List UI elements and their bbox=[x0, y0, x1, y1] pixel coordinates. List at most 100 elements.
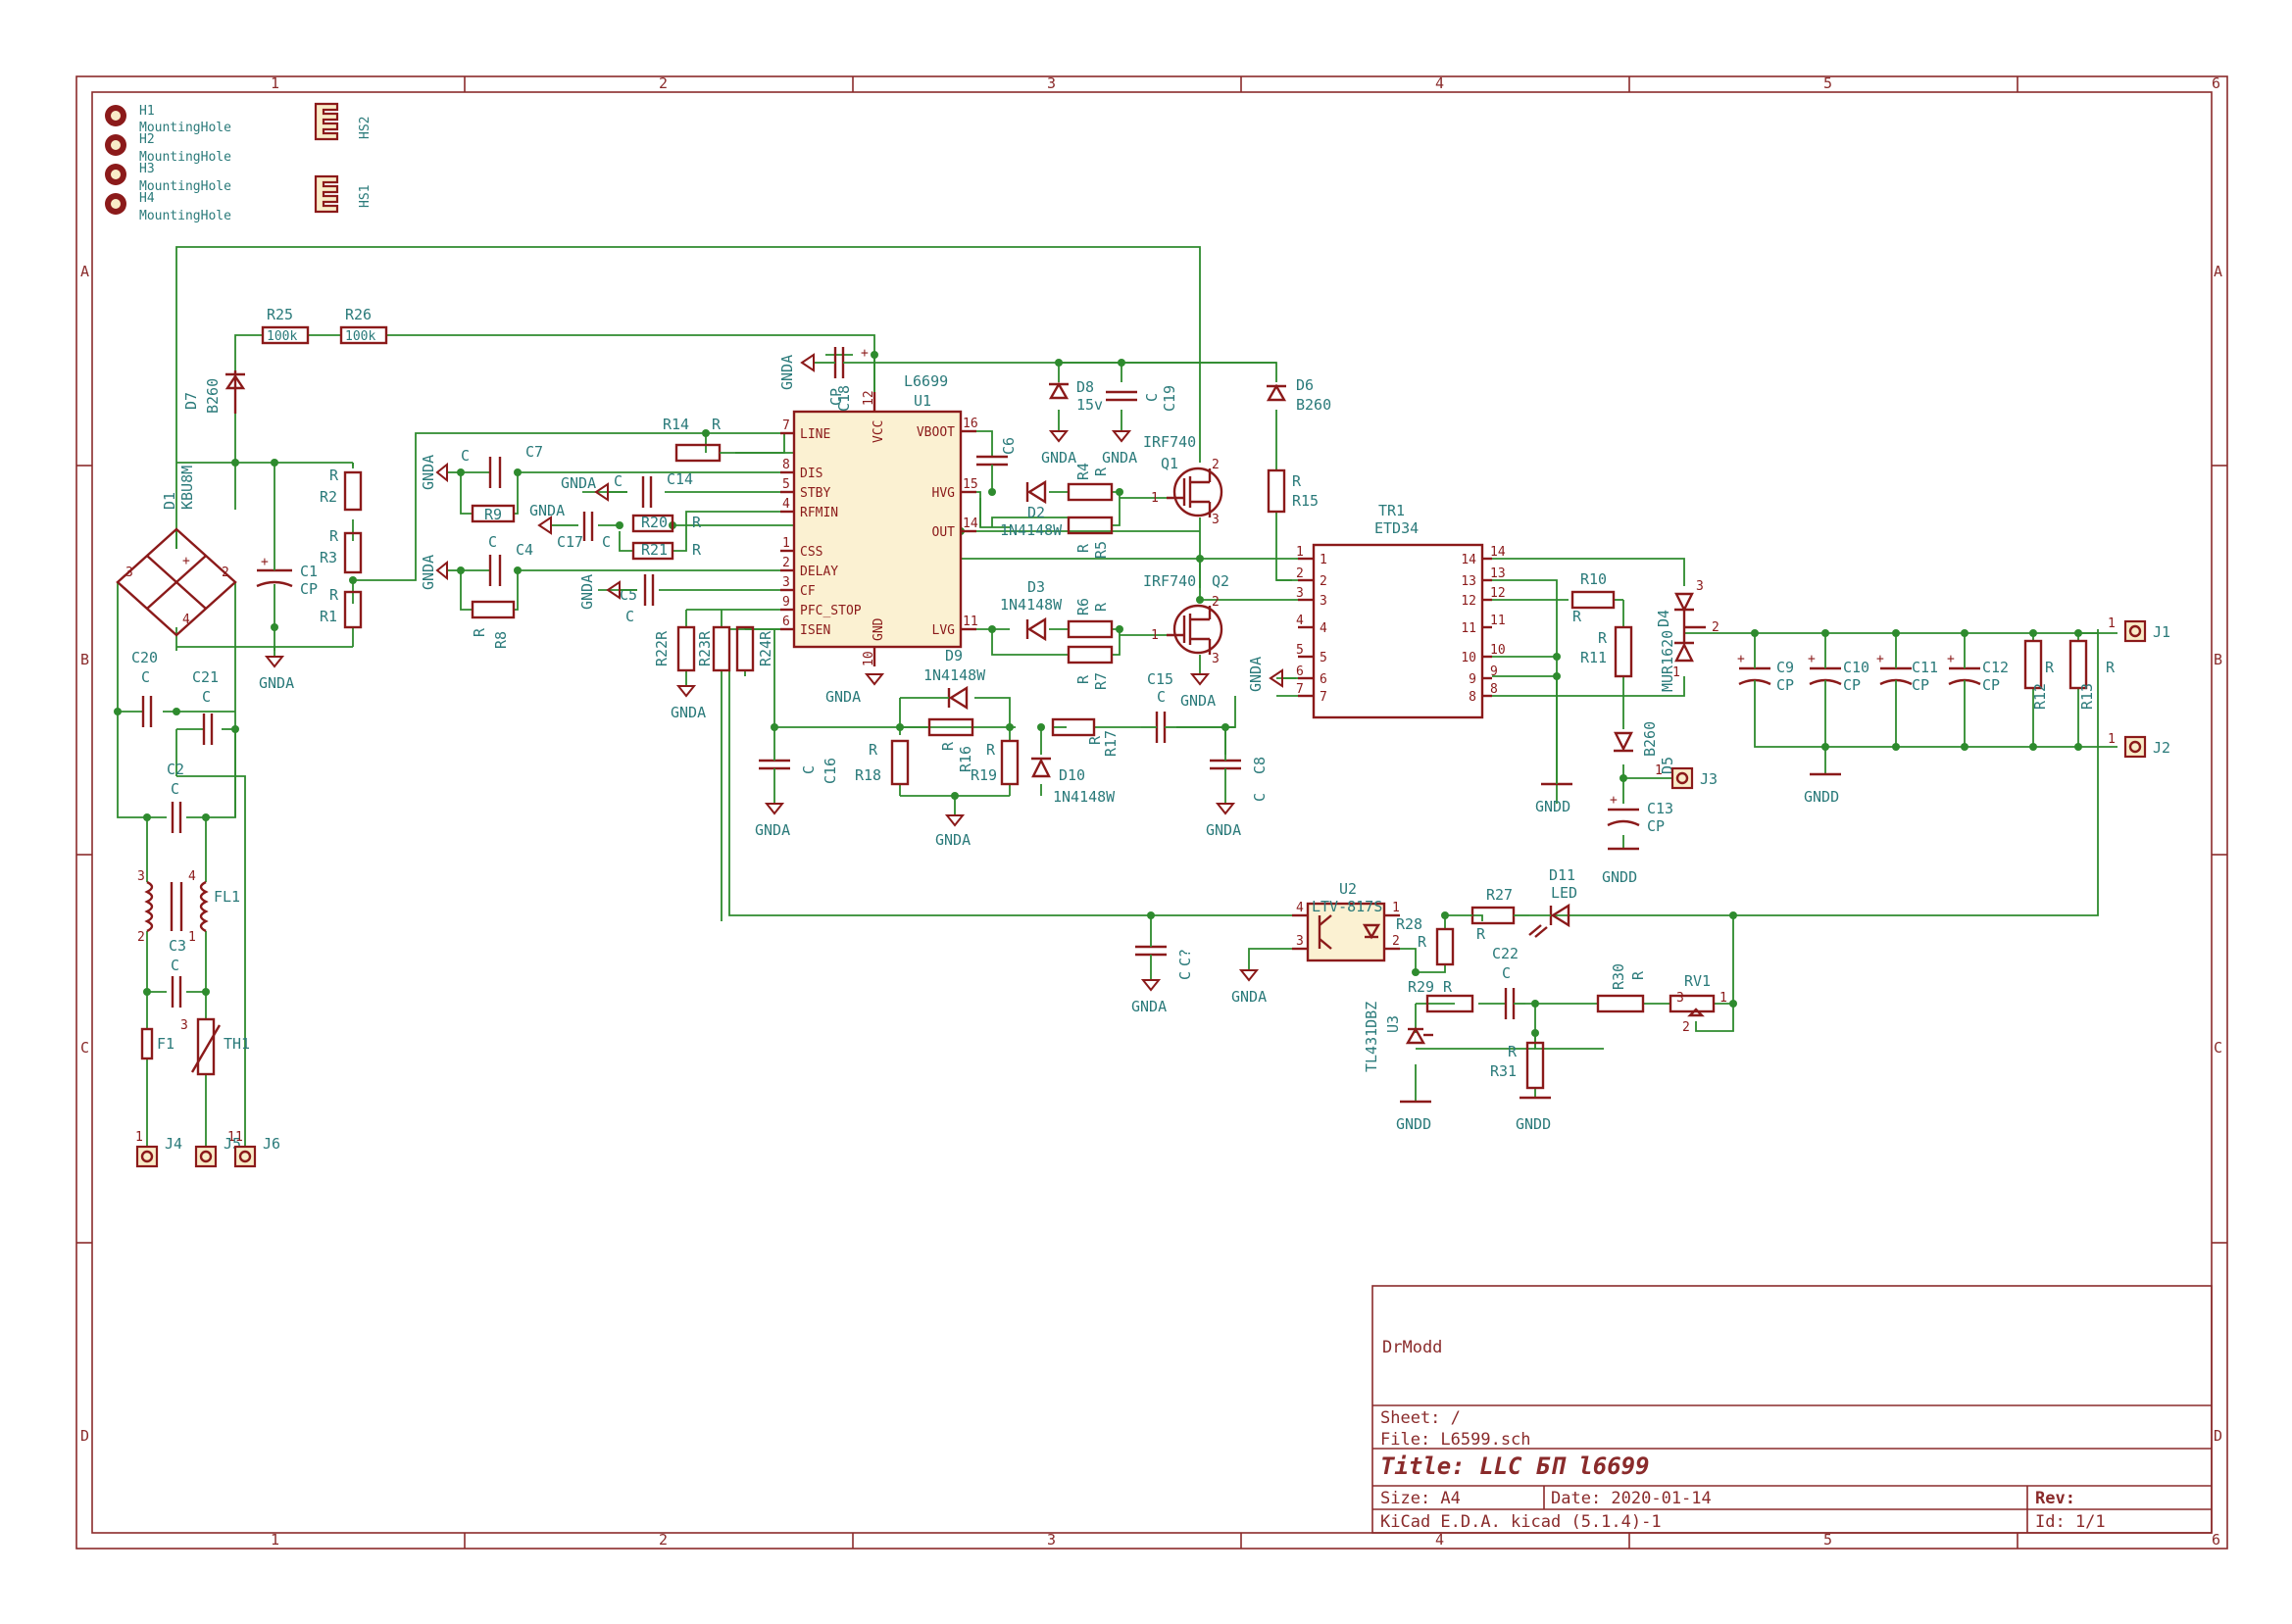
svg-text:J2: J2 bbox=[2153, 739, 2170, 757]
svg-text:GNDA: GNDA bbox=[935, 831, 971, 849]
c2-capacitor: C2 C bbox=[167, 761, 184, 833]
gndd-symbol-tr1: GNDD bbox=[1535, 676, 1572, 815]
q2-mosfet: IRF740 Q2 1 2 3 GNDA bbox=[1143, 572, 1229, 710]
r7-resistor: R R7 bbox=[1067, 645, 1114, 690]
r27-resistor: R27 R bbox=[1445, 886, 1529, 943]
c-opto-capacitor: C? C GNDA bbox=[1131, 931, 1194, 1015]
svg-text:L6699: L6699 bbox=[904, 372, 948, 390]
u1-pin-number-6: 6 bbox=[782, 615, 790, 629]
svg-text:3: 3 bbox=[137, 869, 145, 884]
svg-text:3: 3 bbox=[1696, 579, 1704, 594]
svg-text:CP: CP bbox=[827, 388, 845, 406]
svg-text:3: 3 bbox=[1212, 652, 1220, 666]
svg-text:C11: C11 bbox=[1912, 659, 1938, 676]
svg-text:C8: C8 bbox=[1251, 757, 1269, 774]
c19-capacitor: C C19 GNDA bbox=[1102, 385, 1178, 467]
svg-text:CP: CP bbox=[300, 580, 318, 598]
tr1-pin-8: 8 bbox=[1490, 682, 1498, 697]
svg-text:C22: C22 bbox=[1492, 945, 1519, 962]
svg-text:TR1: TR1 bbox=[1378, 502, 1405, 519]
svg-text:R: R bbox=[329, 467, 339, 484]
r9-resistor: R9 bbox=[471, 504, 516, 523]
svg-text:D3: D3 bbox=[1027, 578, 1045, 596]
svg-text:R: R bbox=[939, 741, 957, 751]
svg-text:GNDA: GNDA bbox=[578, 574, 596, 610]
c16-capacitor: C C16 GNDA bbox=[755, 745, 839, 839]
svg-text:R21: R21 bbox=[641, 541, 668, 559]
u1-pin-name-pfc_stop: PFC_STOP bbox=[800, 604, 862, 618]
c11-capacitor: + C11 CP bbox=[1876, 652, 1938, 702]
tr1-pin-11: 11 bbox=[1490, 614, 1506, 628]
u1-pin-name-stby: STBY bbox=[800, 486, 830, 501]
svg-text:C9: C9 bbox=[1776, 659, 1794, 676]
svg-text:3: 3 bbox=[125, 566, 133, 580]
svg-text:+: + bbox=[1808, 652, 1816, 666]
u1-pin-name-isen: ISEN bbox=[800, 623, 830, 638]
tr1-pin-label-14: 14 bbox=[1461, 553, 1476, 567]
svg-text:GNDA: GNDA bbox=[1102, 449, 1137, 467]
svg-text:C?: C? bbox=[1176, 949, 1194, 966]
svg-text:R3: R3 bbox=[320, 549, 337, 566]
tr1-pin-2: 2 bbox=[1296, 566, 1304, 581]
svg-text:C: C bbox=[800, 765, 818, 774]
svg-text:C3: C3 bbox=[169, 937, 186, 955]
svg-text:R12: R12 bbox=[2031, 683, 2049, 710]
tr1-pin-label-1: 1 bbox=[1320, 553, 1327, 567]
c17-capacitor: C17 C bbox=[557, 512, 611, 551]
svg-text:1: 1 bbox=[1151, 628, 1159, 643]
svg-text:IRF740: IRF740 bbox=[1143, 433, 1196, 451]
svg-text:C: C bbox=[1157, 688, 1166, 706]
gnda-symbol-c5: GNDA bbox=[578, 574, 637, 610]
svg-text:R4: R4 bbox=[1074, 463, 1092, 480]
svg-text:J4: J4 bbox=[165, 1135, 182, 1153]
svg-text:C: C bbox=[1251, 793, 1269, 802]
svg-text:R28: R28 bbox=[1396, 915, 1422, 933]
zone-row-d-right: D bbox=[2214, 1427, 2222, 1445]
r23-resistor: R23R bbox=[696, 625, 731, 672]
tr1-pin-label-6: 6 bbox=[1320, 672, 1327, 687]
svg-text:4: 4 bbox=[188, 869, 196, 884]
svg-text:GNDA: GNDA bbox=[1247, 657, 1265, 692]
d5-diode: B260 D5 bbox=[1614, 721, 1676, 774]
svg-text:R: R bbox=[1572, 608, 1582, 625]
svg-text:R: R bbox=[1418, 933, 1427, 951]
svg-text:4: 4 bbox=[182, 613, 190, 627]
u1-pin-name-lvg: LVG bbox=[932, 623, 956, 638]
svg-text:C12: C12 bbox=[1982, 659, 2009, 676]
tr1-pin-label-5: 5 bbox=[1320, 651, 1327, 665]
revision: Rev: bbox=[2035, 1489, 2075, 1508]
svg-text:GNDA: GNDA bbox=[755, 821, 790, 839]
zone-col-6-bottom: 6 bbox=[2212, 1531, 2220, 1549]
svg-text:3: 3 bbox=[180, 1018, 188, 1033]
f1-fuse: F1 bbox=[140, 1027, 174, 1060]
u1-pin-number-5: 5 bbox=[782, 477, 790, 492]
tr1-pin-5: 5 bbox=[1296, 643, 1304, 658]
zone-col-3: 3 bbox=[1047, 74, 1056, 92]
u1-l6699-ic: L6699 U1 bbox=[792, 372, 963, 649]
svg-text:CP: CP bbox=[1843, 676, 1861, 694]
svg-text:C10: C10 bbox=[1843, 659, 1869, 676]
h3-ref: H3 bbox=[139, 162, 155, 176]
d11-led: D11 LED bbox=[1528, 866, 1577, 938]
tr1-pin-13: 13 bbox=[1490, 566, 1506, 581]
tr1-pin-1: 1 bbox=[1296, 545, 1304, 560]
u1-pin-name-hvg: HVG bbox=[932, 486, 956, 501]
d8-zener-diode: D8 15v GNDA bbox=[1041, 378, 1103, 467]
th1-thermistor: TH1 3 bbox=[180, 1017, 250, 1076]
gnda-symbol-c4: GNDA bbox=[420, 555, 461, 590]
svg-text:R16: R16 bbox=[957, 746, 974, 772]
r20-resistor: R20 R bbox=[631, 514, 702, 533]
svg-text:R: R bbox=[2045, 659, 2055, 676]
company-name: DrModd bbox=[1382, 1338, 1442, 1357]
svg-text:R6: R6 bbox=[1074, 598, 1092, 615]
svg-text:R10: R10 bbox=[1580, 570, 1607, 588]
svg-text:+: + bbox=[1610, 793, 1618, 808]
c9-capacitor: + C9 CP bbox=[1737, 652, 1794, 702]
c8-capacitor: C8 C GNDA bbox=[1206, 745, 1269, 839]
svg-text:1N4148W: 1N4148W bbox=[923, 666, 986, 684]
svg-text:CP: CP bbox=[1982, 676, 2000, 694]
svg-text:C20: C20 bbox=[131, 649, 158, 666]
svg-text:4: 4 bbox=[1296, 901, 1304, 915]
gndd-symbol-caps: GNDD bbox=[1804, 772, 1841, 806]
svg-text:+: + bbox=[1876, 652, 1884, 666]
